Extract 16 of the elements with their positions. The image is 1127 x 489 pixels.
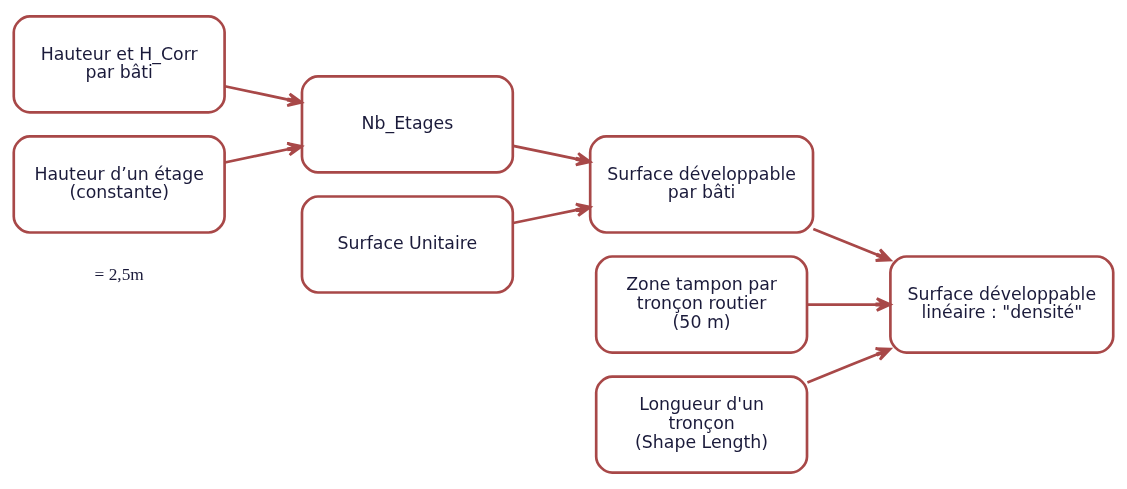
node-box: Zone tampon par tronçon routier (50 m) [594,255,809,354]
node-box: Hauteur et H_Corr par bâti [12,15,226,114]
arrow [224,85,303,107]
node-box: Surface développable par bâti [588,135,815,234]
node-label: = 2,5m [94,264,144,284]
arrow [512,144,592,167]
node-box: Longueur d'un tronçon (Shape Length) [594,375,809,474]
node-box: Nb_Etages [300,75,515,174]
node-box: Surface développable linéaire : "densité" [889,255,1115,354]
node-box: Hauteur d’un étage (constante) [12,135,226,234]
arrow [224,141,303,164]
arrow [807,297,892,312]
node-box: Surface Unitaire [300,195,515,294]
arrow [812,227,892,262]
arrow [806,347,892,384]
arrow [512,202,592,225]
